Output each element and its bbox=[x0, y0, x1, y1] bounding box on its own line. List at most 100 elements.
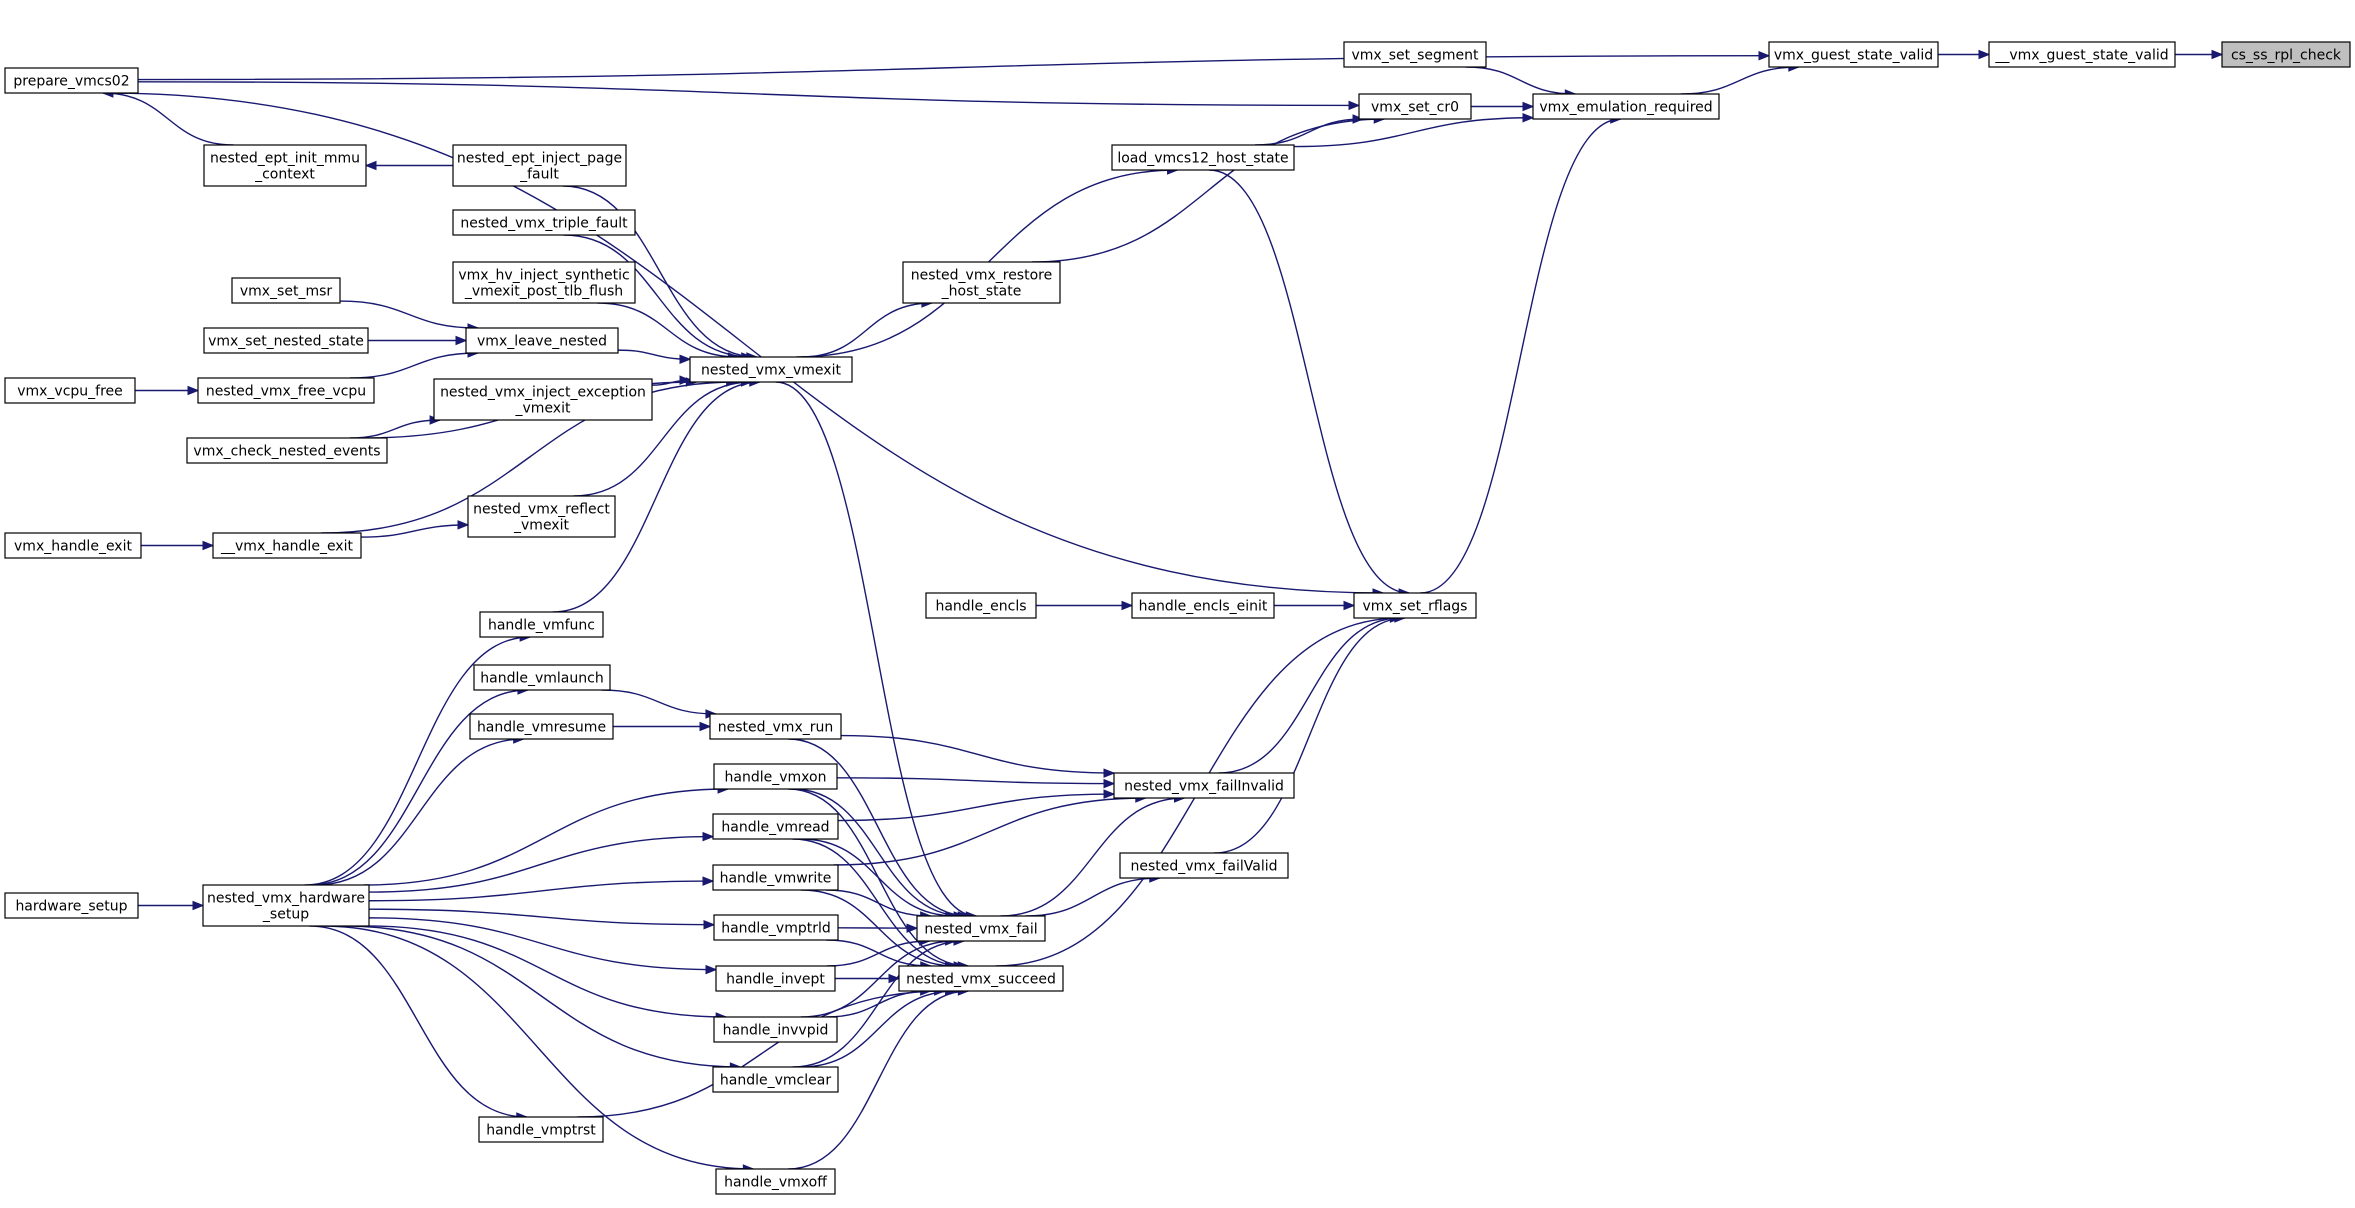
node-handle-vmlaunch[interactable]: handle_vmlaunch bbox=[473, 664, 611, 691]
node-vmx-emulation-required[interactable]: vmx_emulation_required bbox=[1532, 93, 1720, 120]
edge-nested-vmx-hardware-setup-to-handle-vmwrite bbox=[368, 880, 714, 902]
node-label: handle_invept bbox=[726, 972, 825, 988]
node-handle-vmfunc[interactable]: handle_vmfunc bbox=[479, 611, 604, 638]
function-nodes: prepare_vmcs02 nested_ept_init_mmu_contex… bbox=[4, 41, 2351, 1195]
node-box bbox=[465, 327, 619, 354]
node-handle-vmptrst[interactable]: handle_vmptrst bbox=[478, 1116, 604, 1143]
node-vmx-vcpu-free[interactable]: vmx_vcpu_free bbox=[4, 377, 136, 404]
node-nested-vmx-free-vcpu[interactable]: nested_vmx_free_vcpu bbox=[197, 377, 375, 404]
edge-handle-vmread-to-nested-vmx-failinvalid bbox=[837, 793, 1115, 822]
arrowhead-icon bbox=[1978, 49, 1991, 60]
node-nested-vmx-run[interactable]: nested_vmx_run bbox=[709, 713, 842, 740]
edge-vmx-set-rflags-to-vmx-emulation-required bbox=[1420, 118, 1621, 594]
node-vmx-set-msr[interactable]: vmx_set_msr bbox=[231, 277, 341, 304]
node-nested-vmx-vmexit[interactable]: nested_vmx_vmexit bbox=[689, 356, 853, 383]
node-hardware-setup[interactable]: hardware_setup bbox=[4, 892, 139, 919]
node-box bbox=[712, 864, 839, 891]
node-box bbox=[452, 261, 636, 304]
node-vmx-set-rflags[interactable]: vmx_set_rflags bbox=[1353, 592, 1477, 619]
edge-handle-vmclear-to-nested-vmx-succeed bbox=[800, 990, 956, 1068]
node-box bbox=[203, 144, 367, 187]
node-nested-vmx-failinvalid[interactable]: nested_vmx_failInvalid bbox=[1113, 772, 1295, 799]
arrowhead-icon bbox=[702, 876, 715, 886]
node-box bbox=[473, 664, 611, 691]
node-box bbox=[925, 592, 1037, 619]
edge-nested-vmx-hardware-setup-to-handle-invvpid bbox=[366, 925, 727, 1018]
node-box bbox=[202, 884, 370, 927]
node-vmx-guest-state-valid[interactable]: __vmx_guest_state_valid bbox=[1988, 41, 2176, 68]
edge-handle-invept-to-nested-vmx-fail bbox=[826, 940, 930, 967]
node-handle-invvpid[interactable]: handle_invvpid bbox=[713, 1016, 838, 1043]
node-vmx-set-segment[interactable]: vmx_set_segment bbox=[1343, 41, 1487, 68]
node-handle-vmptrld[interactable]: handle_vmptrld bbox=[713, 914, 839, 941]
edge-vmx-set-segment-to-vmx-emulation-required bbox=[1465, 66, 1576, 95]
node-prepare-vmcs02[interactable]: prepare_vmcs02 bbox=[4, 67, 139, 94]
node-vmx-leave-nested[interactable]: vmx_leave_nested bbox=[465, 327, 619, 354]
edge-nested-vmx-hardware-setup-to-handle-invept bbox=[368, 917, 717, 971]
node-nested-ept-init-mmu-context[interactable]: nested_ept_init_mmu_context bbox=[203, 144, 367, 187]
node-label: handle_vmptrst bbox=[486, 1123, 596, 1139]
node-handle-vmxon[interactable]: handle_vmxon bbox=[713, 763, 838, 790]
edge-handle-vmwrite-to-nested-vmx-failinvalid bbox=[833, 797, 1146, 866]
node-vmx-handle-exit[interactable]: vmx_handle_exit bbox=[4, 532, 142, 559]
node-handle-invept[interactable]: handle_invept bbox=[715, 965, 836, 992]
node-box bbox=[1131, 592, 1275, 619]
node-box bbox=[203, 327, 369, 354]
node-box bbox=[1353, 592, 1477, 619]
node-label: nested_vmx_free_vcpu bbox=[206, 384, 366, 400]
node-label: vmx_set_segment bbox=[1351, 48, 1479, 64]
node-handle-vmclear[interactable]: handle_vmclear bbox=[712, 1066, 839, 1093]
edge-handle-vmptrst-to-nested-vmx-succeed bbox=[577, 990, 945, 1118]
node-handle-encls[interactable]: handle_encls bbox=[925, 592, 1037, 619]
node-vmx-guest-state-valid[interactable]: vmx_guest_state_valid bbox=[1768, 41, 1939, 68]
node-label: vmx_hv_inject_synthetic bbox=[458, 268, 629, 284]
node-box bbox=[902, 261, 1061, 304]
edge-vmx-handle-exit-to-nested-vmx-vmexit bbox=[321, 381, 737, 534]
node-vmx-set-cr0[interactable]: vmx_set_cr0 bbox=[1358, 93, 1472, 120]
edge-nested-vmx-hardware-setup-to-handle-vmxoff bbox=[322, 925, 754, 1170]
edge-nested-vmx-hardware-setup-to-handle-vmptrld bbox=[368, 908, 715, 926]
edge-load-vmcs12-host-state-to-vmx-emulation-required bbox=[1293, 117, 1534, 148]
node-nested-vmx-failvalid[interactable]: nested_vmx_failValid bbox=[1119, 852, 1289, 879]
node-nested-vmx-succeed[interactable]: nested_vmx_succeed bbox=[898, 965, 1064, 992]
node-label: nested_vmx_reflect bbox=[473, 502, 610, 518]
edge-nested-vmx-run-to-nested-vmx-failinvalid bbox=[840, 734, 1115, 774]
node-vmx-set-nested-state[interactable]: vmx_set_nested_state bbox=[203, 327, 369, 354]
node-nested-vmx-restore-host-state[interactable]: nested_vmx_restore_host_state bbox=[902, 261, 1061, 304]
arrowhead-icon bbox=[364, 160, 377, 171]
node-label: handle_invvpid bbox=[723, 1023, 829, 1039]
arrowhead-icon bbox=[888, 973, 901, 984]
node-handle-vmxoff[interactable]: handle_vmxoff bbox=[715, 1168, 836, 1195]
arrowhead-icon bbox=[679, 354, 692, 364]
node-label: nested_vmx_restore bbox=[911, 268, 1052, 284]
node-nested-vmx-hardware-setup[interactable]: nested_vmx_hardware_setup bbox=[202, 884, 370, 927]
node-label: handle_vmxon bbox=[725, 770, 827, 786]
edge-vmx-handle-exit-to-nested-vmx-reflect-vmexit bbox=[360, 524, 469, 538]
node-load-vmcs12-host-state[interactable]: load_vmcs12_host_state bbox=[1111, 144, 1295, 171]
node-nested-vmx-reflect-vmexit[interactable]: nested_vmx_reflect_vmexit bbox=[467, 495, 616, 538]
node-label: vmx_set_cr0 bbox=[1371, 100, 1459, 116]
node-label: hardware_setup bbox=[15, 899, 127, 915]
node-label: vmx_guest_state_valid bbox=[1774, 48, 1933, 64]
node-vmx-hv-inject-synthetic[interactable]: vmx_hv_inject_synthetic_vmexit_post_tlb_… bbox=[452, 261, 636, 304]
node-vmx-handle-exit[interactable]: __vmx_handle_exit bbox=[212, 532, 362, 559]
edge-prepare-vmcs02-to-vmx-set-rflags bbox=[103, 92, 1384, 594]
node-label: nested_vmx_failValid bbox=[1131, 859, 1278, 875]
node-handle-vmresume[interactable]: handle_vmresume bbox=[469, 713, 614, 740]
edge-handle-vmwrite-to-nested-vmx-fail bbox=[825, 889, 931, 917]
node-nested-vmx-fail[interactable]: nested_vmx_fail bbox=[916, 915, 1046, 942]
node-nested-ept-inject-page-fault[interactable]: nested_ept_inject_page_fault bbox=[452, 144, 627, 187]
node-handle-vmread[interactable]: handle_vmread bbox=[712, 813, 839, 840]
node-vmx-check-nested-events[interactable]: vmx_check_nested_events bbox=[186, 437, 388, 464]
node-cs-ss-rpl-check[interactable]: cs_ss_rpl_check bbox=[2221, 41, 2351, 68]
node-handle-vmwrite[interactable]: handle_vmwrite bbox=[712, 864, 839, 891]
node-box bbox=[469, 713, 614, 740]
edge-handle-invvpid-to-nested-vmx-fail bbox=[800, 940, 956, 1018]
node-label: _setup bbox=[262, 907, 309, 923]
node-box bbox=[712, 1066, 839, 1093]
node-handle-encls-einit[interactable]: handle_encls_einit bbox=[1131, 592, 1275, 619]
node-nested-vmx-inject-exception[interactable]: nested_vmx_inject_exception_vmexit bbox=[433, 378, 653, 421]
node-box bbox=[713, 763, 838, 790]
node-box bbox=[898, 965, 1064, 992]
node-nested-vmx-triple-fault[interactable]: nested_vmx_triple_fault bbox=[452, 209, 636, 236]
